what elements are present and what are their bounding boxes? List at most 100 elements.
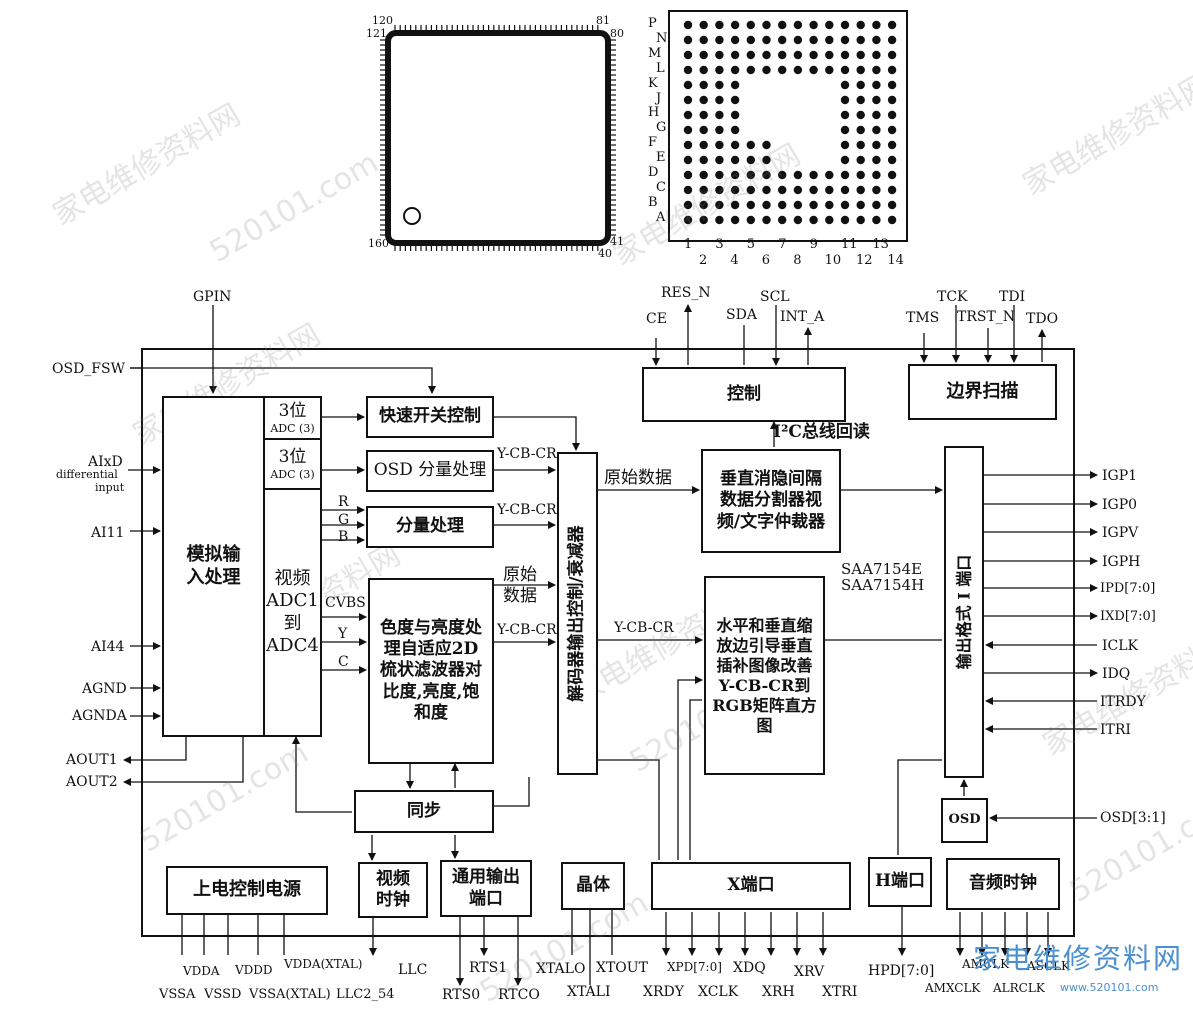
hpd-signal: HPD[7:0] xyxy=(868,963,935,979)
decoder-output-block: 解码器输出控制/衰减器 xyxy=(557,452,598,775)
llc2-signal: LLC2_54 xyxy=(336,987,395,1002)
qfp-pin-160: 160 xyxy=(368,237,389,250)
gp-output-block: 通用输出端口 xyxy=(440,860,532,917)
scl-signal: SCL xyxy=(760,289,790,305)
qfp-pin-41: 41 xyxy=(610,235,624,248)
ycbcr-label-1: Y-CB-CR xyxy=(497,446,557,462)
xrv-signal: XRV xyxy=(794,964,825,980)
bga-row-label: H xyxy=(648,105,660,121)
tdo-signal: TDO xyxy=(1026,311,1059,327)
component-block: 分量处理 xyxy=(366,506,494,548)
bga-col-label: 10 xyxy=(824,253,842,268)
adc3-block-b: 3位 ADC (3) xyxy=(263,438,322,490)
qfp-pin-40: 40 xyxy=(598,247,612,260)
vssd-signal: VSSD xyxy=(204,987,242,1002)
output-port-label: 输出格式 I 端口 xyxy=(954,554,974,670)
bga-row-label: F xyxy=(648,135,658,151)
x-port-block: X端口 xyxy=(651,862,851,910)
ai11-signal: AI11 xyxy=(91,525,125,541)
ce-signal: CE xyxy=(646,311,667,327)
llc-signal: LLC xyxy=(398,962,428,978)
site-logo: 家电维修资料网 xyxy=(973,942,1184,975)
y-label: Y xyxy=(338,626,348,642)
i2c-readback-label: I²C总线回读 xyxy=(773,422,870,442)
control-block: 控制 xyxy=(642,367,846,422)
scaler-block: 水平和垂直缩放边引导垂直插补图像改善Y-CB-CR到RGB矩阵直方图 xyxy=(704,576,825,775)
vbi-slicer-block: 垂直消隐间隔数据分割器视频/文字仲裁器 xyxy=(701,449,841,553)
qfp-package xyxy=(380,25,616,251)
raw-data-label-1: 原始数据 xyxy=(604,468,672,488)
r-label: R xyxy=(338,494,349,510)
adc3-a-sub: ADC (3) xyxy=(270,421,315,435)
bga-row-label: P xyxy=(648,16,657,31)
trst-n-signal: TRST_N xyxy=(957,309,1016,325)
tck-signal: TCK xyxy=(937,289,968,305)
ipd-signal: IPD[7:0] xyxy=(1100,581,1156,596)
xpd-signal: XPD[7:0] xyxy=(667,960,722,974)
xtri-signal: XTRI xyxy=(822,984,858,1000)
decoder-output-label: 解码器输出控制/衰减器 xyxy=(566,525,587,702)
bga-row-label: M xyxy=(648,45,662,61)
igp1-signal: IGP1 xyxy=(1102,468,1138,484)
rts1-signal: RTS1 xyxy=(469,960,508,976)
c-label: C xyxy=(338,654,349,670)
qfp-pin-121: 121 xyxy=(366,27,387,40)
qfp-pin-80: 80 xyxy=(610,27,624,40)
crystal-block: 晶体 xyxy=(561,862,625,910)
xdq-signal: XDQ xyxy=(733,960,766,976)
xtalo-signal: XTALO xyxy=(536,961,586,977)
itri-signal: ITRI xyxy=(1100,722,1131,738)
chroma-luma-block: 色度与亮度处理自适应2D梳状滤波器对比度,亮度,饱和度 xyxy=(368,578,494,764)
vddd-signal: VDDD xyxy=(235,963,273,977)
video-clock-block: 视频时钟 xyxy=(358,862,428,918)
output-port-block: 输出格式 I 端口 xyxy=(944,446,984,778)
sync-block: 同步 xyxy=(354,790,494,833)
alrclk-signal: ALRCLK xyxy=(993,981,1045,995)
bga-col-label: 14 xyxy=(887,253,904,268)
idq-signal: IDQ xyxy=(1102,666,1131,682)
chip-name-1: SAA7154E xyxy=(841,560,923,578)
bga-col-label: 5 xyxy=(746,237,756,252)
bga-row-label: E xyxy=(656,150,666,166)
adc3-b-sub: ADC (3) xyxy=(270,467,315,481)
bga-row-label: J xyxy=(656,90,662,106)
vdda-xtal-signal: VDDA(XTAL) xyxy=(284,957,363,971)
igph-signal: IGPH xyxy=(1102,554,1141,570)
bga-col-label: 6 xyxy=(761,253,771,268)
chip-outline xyxy=(141,348,1075,937)
power-on-block: 上电控制电源 xyxy=(166,866,328,915)
osd-block: OSD xyxy=(941,798,988,843)
gpin-signal: GPIN xyxy=(193,289,232,305)
ycbcr-label-2: Y-CB-CR xyxy=(497,502,557,518)
chip-name-2: SAA7154H xyxy=(841,576,925,594)
boundary-scan-block: 边界扫描 xyxy=(908,364,1057,420)
osd-input-signal: OSD[3:1] xyxy=(1100,810,1166,826)
bga-col-label: 4 xyxy=(730,253,739,268)
raw-data-label-2: 原始数据 xyxy=(503,565,537,607)
video-adc-block: 视频ADC1到ADC4 xyxy=(263,488,322,737)
analog-input-block: 模拟输入处理 xyxy=(162,396,265,737)
bga-col-label: 8 xyxy=(793,253,802,268)
aixd-signal: AIxD xyxy=(88,454,123,470)
bga-row-label: N xyxy=(656,30,668,46)
tdi-signal: TDI xyxy=(999,289,1026,305)
bga-col-label: 7 xyxy=(778,237,787,252)
itrdy-signal: ITRDY xyxy=(1100,694,1146,710)
rts0-signal: RTS0 xyxy=(442,987,481,1003)
amclk-signal: AMCLK xyxy=(962,957,1010,971)
iclk-signal: ICLK xyxy=(1102,638,1138,654)
aixd-sub2: input xyxy=(95,481,125,494)
fast-switch-block: 快速开关控制 xyxy=(366,396,494,438)
g-label: G xyxy=(338,512,350,528)
adc3-block-a: 3位 ADC (3) xyxy=(263,396,322,440)
ycbcr-label-3: Y-CB-CR xyxy=(497,622,557,638)
bga-row-label: B xyxy=(648,194,658,210)
rtco-signal: RTCO xyxy=(498,987,540,1003)
int-a-signal: INT_A xyxy=(780,309,825,325)
vssa-xtal-signal: VSSA(XTAL) xyxy=(249,987,331,1002)
bga-row-label: L xyxy=(656,60,665,76)
bga-row-label: C xyxy=(656,179,666,195)
bga-col-label: 11 xyxy=(841,237,858,252)
bga-col-label: 12 xyxy=(856,253,873,268)
